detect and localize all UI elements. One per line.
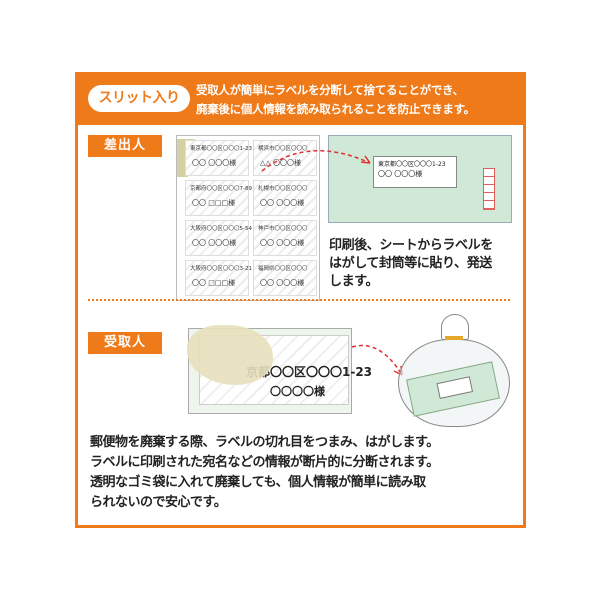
sheet-label: 東京都〇〇区〇〇〇1-23 〇〇 〇〇〇様 [185,140,252,176]
receiver-caption-line: 透明なゴミ袋に入れて廃棄しても、個人情報が簡単に読み取 [90,475,426,490]
label-address: 福岡県〇〇区〇〇〇 [258,266,308,272]
label-address: 大阪府〇〇区〇〇〇3-21 [190,266,252,272]
header-line-1: 受取人が簡単にラベルを分断して捨てることができ、 [196,83,464,97]
bagged-label [436,376,474,399]
label-address: 横浜市〇〇区〇〇〇 [258,146,308,152]
header-line-2: 廃棄後に個人情報を読み取られることを防止できます。 [196,102,475,116]
bagged-envelope [406,361,500,417]
torn-label-address: 京都〇〇区〇〇〇1-23 [246,365,373,379]
receiver-caption: 郵便物を廃棄する際、ラベルの切れ目をつまみ、はがします。 ラベルに印刷された宛名… [90,433,520,513]
label-name: 〇〇 〇〇〇様 [192,159,237,167]
sheet-label: 大阪府〇〇区〇〇〇5-54 〇〇 〇〇〇様 [185,220,252,256]
envelope-label-address: 東京都〇〇区〇〇〇1-23 [378,161,446,168]
label-address: 京都府〇〇区〇〇〇7-89 [190,186,252,192]
label-name: 〇〇 〇〇〇様 [260,239,305,247]
sheet-label: 札幌市〇〇区〇〇〇 〇〇 〇〇〇様 [253,180,317,216]
envelope-label: 東京都〇〇区〇〇〇1-23 〇〇 〇〇〇様 [373,156,457,188]
label-address: 札幌市〇〇区〇〇〇 [258,186,308,192]
receiver-caption-line: ラベルに印刷された宛名などの情報が断片的に分断されます。 [90,455,439,470]
postal-code-boxes [483,168,495,210]
transfer-arrow-icon [261,150,371,172]
peeled-fragment [187,325,273,385]
sheet-label: 京都府〇〇区〇〇〇7-89 〇〇 □□□様 [185,180,252,216]
label-address: 大阪府〇〇区〇〇〇5-54 [190,226,252,232]
section-divider [88,299,510,301]
sheet-label: 福岡県〇〇区〇〇〇 〇〇 〇〇〇様 [253,260,317,296]
sender-tag: 差出人 [88,135,162,157]
sheet-label: 神戸市〇〇区〇〇〇 〇〇 〇〇〇様 [253,220,317,256]
torn-label-illustration: 京都〇〇区〇〇〇1-23 〇〇〇〇様 [187,325,372,414]
receiver-caption-line: られないので安心です。 [90,495,227,510]
label-name: 〇〇 〇〇〇様 [260,199,305,207]
header-description: 受取人が簡単にラベルを分断して捨てることができ、 廃棄後に個人情報を読み取られる… [196,81,518,119]
label-name: △△ 〇〇〇様 [260,159,301,167]
label-sheet-illustration: 東京都〇〇区〇〇〇1-23 〇〇 〇〇〇様 横浜市〇〇区〇〇〇 △△ 〇〇〇様 … [176,135,320,301]
label-address: 東京都〇〇区〇〇〇1-23 [190,146,252,152]
sender-caption-line: 印刷後、シートからラベルを [329,238,493,253]
label-name: 〇〇 〇〇〇様 [260,279,305,287]
envelope-illustration: 東京都〇〇区〇〇〇1-23 〇〇 〇〇〇様 [328,135,512,223]
envelope-label-name: 〇〇 〇〇〇様 [378,170,423,178]
slit-badge: スリット入り [88,85,190,112]
sender-caption-line: します。 [329,274,379,289]
bag-tie [445,336,463,340]
label-name: 〇〇 □□□様 [192,199,236,207]
label-name: 〇〇 〇〇〇様 [192,239,237,247]
panel-header: スリット入り 受取人が簡単にラベルを分断して捨てることができ、 廃棄後に個人情報… [78,75,523,125]
receiver-caption-line: 郵便物を廃棄する際、ラベルの切れ目をつまみ、はがします。 [90,435,439,450]
label-name: 〇〇 □□□様 [192,279,236,287]
torn-label-name: 〇〇〇〇様 [270,385,325,398]
sender-caption-line: はがして封筒等に貼り、発送 [329,256,492,271]
trash-bag-illustration [398,314,510,427]
info-panel: スリット入り 受取人が簡単にラベルを分断して捨てることができ、 廃棄後に個人情報… [75,72,526,528]
label-address: 神戸市〇〇区〇〇〇 [258,226,308,232]
sender-caption: 印刷後、シートからラベルを はがして封筒等に貼り、発送 します。 [329,237,511,291]
receiver-tag: 受取人 [88,332,162,354]
sheet-label: 大阪府〇〇区〇〇〇3-21 〇〇 □□□様 [185,260,252,296]
